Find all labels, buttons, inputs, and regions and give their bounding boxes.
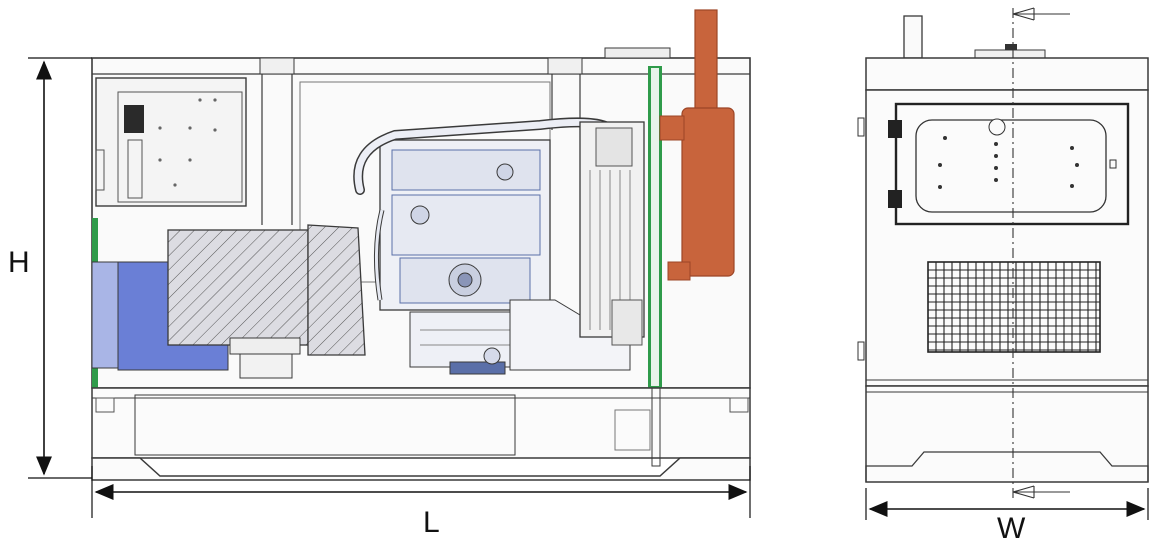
front-vent-grille [927,261,1101,353]
control-panel-display [124,105,144,133]
height-dimension [28,57,92,479]
width-label: W [997,512,1026,545]
side-roof-post-right [547,57,583,75]
front-latch-bottom [888,190,902,208]
section-arrow-top [1012,7,1070,21]
front-latch-top [888,120,902,138]
muffler [681,107,735,277]
side-roof-post-left [259,57,295,75]
front-exhaust-stub [903,15,923,59]
length-dimension [91,466,751,518]
section-arrow-bottom [1012,485,1070,499]
front-top-band [865,57,1149,91]
front-door-dots [938,136,1079,189]
alternator-flange [307,224,366,356]
side-view [91,9,751,481]
front-view [857,7,1149,500]
control-panel [95,77,247,207]
exhaust-stack [694,9,718,121]
width-dimension [865,488,1149,520]
side-base-foot [91,457,751,481]
front-base [865,385,1149,483]
control-panel-dots [158,98,217,187]
side-roof-cap [604,47,671,59]
height-label: H [8,246,30,279]
length-label: L [423,506,440,539]
alternator-drum [167,229,309,346]
side-base [91,387,751,459]
front-access-door [894,102,1130,226]
